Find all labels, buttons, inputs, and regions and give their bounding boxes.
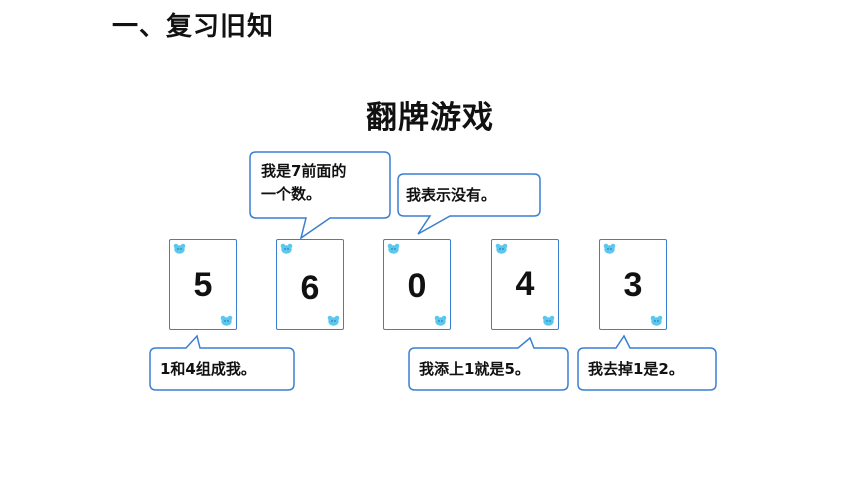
card-digit: 0 [407, 267, 427, 305]
bear-face-icon [434, 315, 447, 326]
bubble-three-text: 我去掉1是2。 [588, 360, 684, 378]
card-four[interactable]: 4 [491, 239, 559, 330]
bear-face-icon [280, 243, 293, 254]
card-digit: 3 [623, 266, 643, 304]
card-five[interactable]: 5 [169, 239, 237, 330]
bear-face-icon [495, 243, 508, 254]
card-six[interactable]: 6 [276, 239, 344, 330]
card-zero[interactable]: 0 [383, 239, 451, 330]
bubble-four-text: 我添上1就是5。 [419, 360, 530, 378]
bear-face-icon [387, 243, 400, 254]
bubble-five-text: 1和4组成我。 [160, 360, 256, 378]
bubble-zero-text: 我表示没有。 [406, 186, 497, 204]
bear-face-icon [327, 315, 340, 326]
bear-face-icon [603, 243, 616, 254]
card-digit: 4 [515, 265, 535, 303]
bear-face-icon [173, 243, 186, 254]
card-digit: 5 [193, 266, 213, 304]
bear-face-icon [220, 315, 233, 326]
card-digit: 6 [300, 269, 320, 307]
section-heading: 一、复习旧知 [112, 12, 275, 42]
bubble-six-text: 我是7前面的 一个数。 [261, 162, 347, 203]
card-three[interactable]: 3 [599, 239, 667, 330]
bear-face-icon [650, 315, 663, 326]
game-title: 翻牌游戏 [366, 100, 494, 136]
bear-face-icon [542, 315, 555, 326]
